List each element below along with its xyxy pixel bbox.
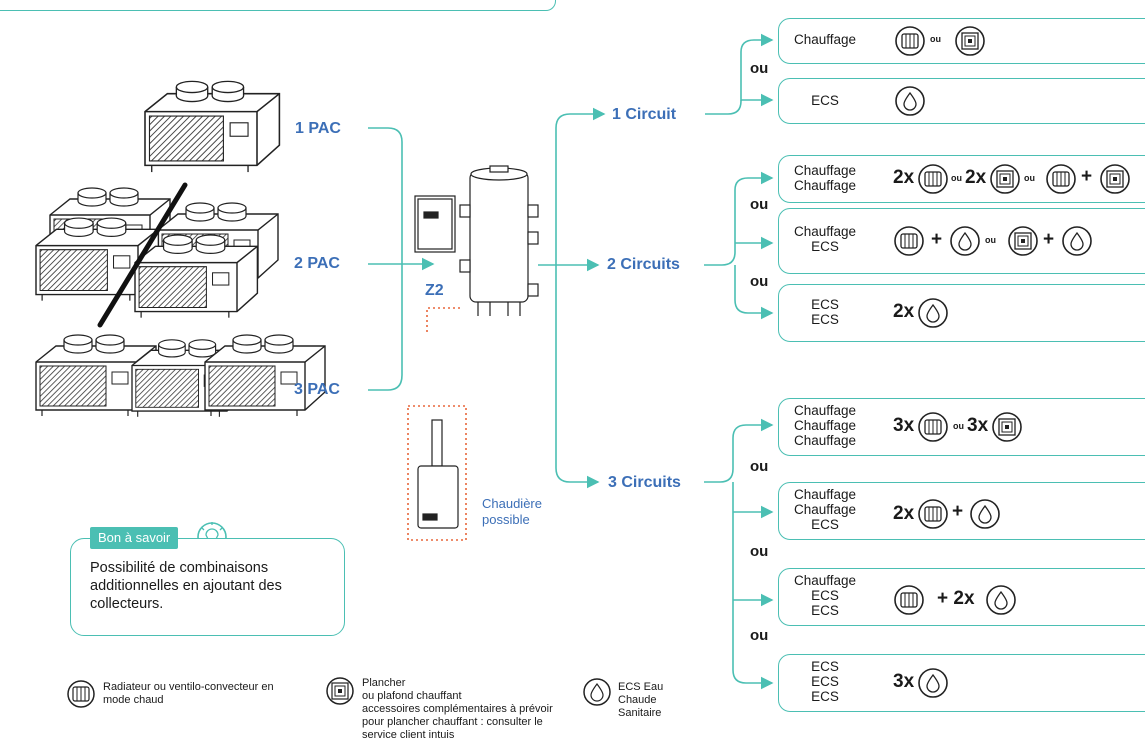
- pac-3-label: 3 PAC: [294, 381, 340, 398]
- water-drop-icon: [918, 668, 948, 698]
- radiator-icon: [918, 499, 948, 529]
- heat-pump-1-illustration: [144, 80, 281, 173]
- floor-heating-icon: [1008, 226, 1038, 256]
- or-separator: ou: [750, 273, 769, 290]
- or-separator: ou: [750, 458, 769, 475]
- floor-heating-icon: [992, 412, 1022, 442]
- quantity-prefix: 2x: [893, 301, 915, 322]
- zone-label: ECS: [811, 93, 839, 108]
- circuit-1-label: 1 Circuit: [612, 106, 677, 123]
- floor-heating-icon: [326, 677, 354, 705]
- legend-floor-text: Plancher ou plafond chauffant accessoire…: [362, 677, 553, 741]
- zone-c2-heating-dhw: Chauffage ECS + ou +: [778, 208, 1145, 274]
- boiler-label-line1: Chaudière: [482, 496, 542, 511]
- zone-c2-dhw-dhw: ECS ECS 2x: [778, 284, 1145, 342]
- water-drop-icon: [970, 499, 1000, 529]
- quantity-prefix: 3x: [893, 671, 915, 692]
- zone-c1-dhw: ECS: [778, 78, 1145, 124]
- zone-c1-heating: Chauffage ou: [778, 18, 1145, 64]
- plus-sign: +: [1081, 166, 1093, 187]
- quantity-prefix: 3x: [967, 415, 989, 436]
- pac-2-label: 2 PAC: [294, 255, 340, 272]
- quantity-prefix: 2x: [893, 167, 915, 188]
- circuit-3-label: 3 Circuits: [608, 474, 681, 491]
- quantity-prefix: 2x: [893, 503, 915, 524]
- zone-label: ECS: [811, 312, 839, 327]
- water-drop-icon: [1062, 226, 1092, 256]
- quantity-prefix: 3x: [893, 415, 915, 436]
- zone-c3-heating-dhw-dhw: Chauffage ECS ECS + 2x: [778, 568, 1145, 626]
- zone-label: Chauffage: [793, 224, 857, 239]
- floor-heating-icon: [1100, 164, 1130, 194]
- zone-label: ECS: [811, 588, 839, 603]
- radiator-icon: [894, 226, 924, 256]
- tip-box: [70, 538, 345, 636]
- water-drop-icon: [986, 585, 1016, 615]
- water-drop-icon: [918, 298, 948, 328]
- pac-1-label: 1 PAC: [295, 120, 341, 137]
- or-small: ou: [951, 173, 962, 183]
- z2-module-illustration: [414, 165, 539, 316]
- tip-text: Possibilité de combinaisons additionnell…: [90, 560, 282, 612]
- radiator-icon: [918, 412, 948, 442]
- zone-label: ECS: [811, 239, 839, 254]
- radiator-icon: [894, 585, 924, 615]
- water-drop-icon: [895, 86, 925, 116]
- quantity-prefix: 2x: [965, 167, 987, 188]
- zone-label: Chauffage: [793, 487, 857, 502]
- zone-label: Chauffage: [793, 32, 857, 47]
- zone-label: Chauffage: [793, 418, 857, 433]
- heat-pump-3-illustration: [35, 334, 326, 418]
- zone-c2-heating-heating: Chauffage Chauffage 2x ou 2x ou +: [778, 155, 1145, 203]
- or-separator: ou: [750, 196, 769, 213]
- zone-label: Chauffage: [793, 403, 857, 418]
- boiler-label-line2: possible: [482, 512, 530, 527]
- zone-label: ECS: [811, 689, 839, 704]
- zone-label: ECS: [811, 517, 839, 532]
- plus-sign: +: [952, 501, 964, 522]
- zone-label: ECS: [811, 674, 839, 689]
- water-drop-icon: [583, 678, 611, 706]
- radiator-icon: [67, 680, 95, 708]
- heat-pump-2-illustration: [35, 182, 279, 328]
- or-separator: ou: [750, 543, 769, 560]
- or-separator: ou: [750, 60, 769, 77]
- radiator-icon: [1046, 164, 1076, 194]
- water-drop-icon: [950, 226, 980, 256]
- plus-sign: +: [1043, 229, 1055, 250]
- zone-label: Chauffage: [793, 433, 857, 448]
- boiler-dotted-link: [426, 307, 462, 332]
- floor-heating-icon: [955, 26, 985, 56]
- zone-label: Chauffage: [793, 573, 857, 588]
- circuit-2-label: 2 Circuits: [607, 256, 680, 273]
- radiator-icon: [918, 164, 948, 194]
- legend-radiator-text: Radiateur ou ventilo-convecteur en mode …: [103, 681, 274, 706]
- boiler-illustration: [417, 419, 459, 529]
- zone-c3-heating-heating-dhw: Chauffage Chauffage ECS 2x +: [778, 482, 1145, 540]
- boiler-dotted-frame: [407, 405, 467, 541]
- or-separator: ou: [750, 627, 769, 644]
- zone-c3-dhw-x3: ECS ECS ECS 3x: [778, 654, 1145, 712]
- tip-badge: Bon à savoir: [90, 527, 179, 549]
- zone-c3-heating-x3: Chauffage Chauffage Chauffage 3x ou 3x: [778, 398, 1145, 456]
- z2-label: Z2: [425, 282, 444, 299]
- legend-ecs-text: ECS Eau Chaude Sanitaire: [618, 681, 664, 719]
- radiator-icon: [895, 26, 925, 56]
- zone-label: Chauffage: [793, 502, 857, 517]
- quantity-prefix: + 2x: [937, 588, 975, 609]
- or-small: ou: [953, 421, 964, 431]
- zone-label: ECS: [811, 603, 839, 618]
- zone-label: Chauffage: [793, 163, 857, 178]
- zone-label: Chauffage: [793, 178, 857, 193]
- or-small: ou: [985, 235, 996, 245]
- floor-heating-icon: [990, 164, 1020, 194]
- or-small: ou: [930, 34, 941, 44]
- plus-sign: +: [931, 229, 943, 250]
- zone-label: ECS: [811, 659, 839, 674]
- or-small: ou: [1024, 173, 1035, 183]
- zone-label: ECS: [811, 297, 839, 312]
